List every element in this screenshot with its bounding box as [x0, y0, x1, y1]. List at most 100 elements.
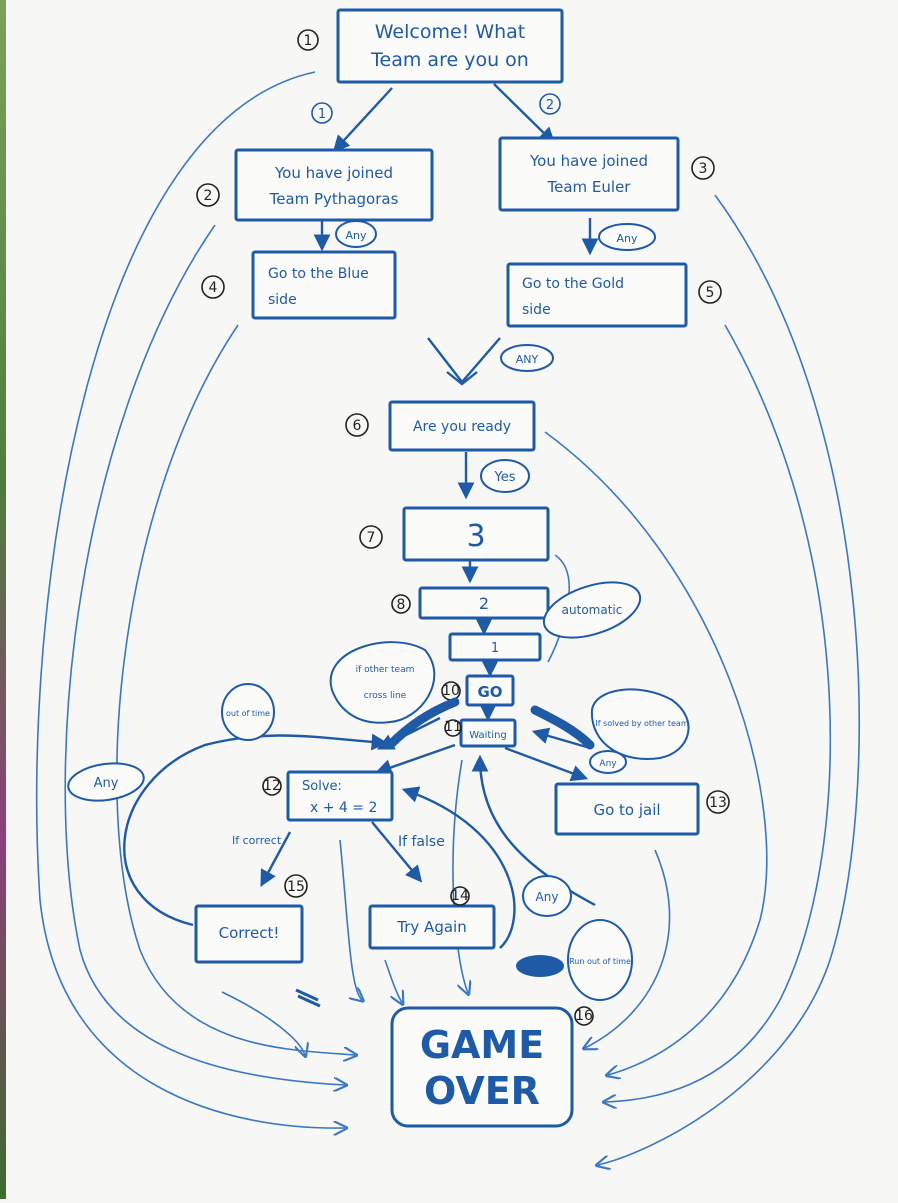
edge-waiting-to-jail [504, 746, 589, 782]
step-number-ready: 6 [345, 413, 369, 437]
svg-text:x + 4 = 2: x + 4 = 2 [310, 800, 377, 816]
svg-text:Any: Any [616, 232, 637, 245]
edge-label-run-out-of-time: Run out of time [567, 919, 633, 1001]
svg-text:5: 5 [706, 285, 715, 301]
svg-text:1: 1 [318, 107, 326, 122]
edge-sides-merge [427, 337, 501, 384]
edge-solve-to-gameover [339, 839, 362, 1000]
edge-label-any-left: Any [335, 220, 377, 248]
svg-text:2: 2 [479, 594, 489, 613]
scribble-solved-other [530, 705, 595, 750]
step-number-solve: 12 [262, 776, 282, 796]
scribble-bottom-right [516, 955, 564, 977]
edge-label-automatic: automatic [542, 581, 642, 639]
edge-ready-to-gameover [544, 431, 768, 1075]
edge-label-any-bottom: Any [522, 875, 572, 917]
svg-text:cross line: cross line [364, 691, 407, 701]
step-number-waiting: 11 [444, 719, 462, 737]
edge-correct-to-gameover [221, 991, 305, 1055]
svg-text:OVER: OVER [424, 1069, 540, 1113]
edge-blue-to-gameover [116, 324, 355, 1055]
node-one: 1 [448, 632, 542, 662]
svg-text:2: 2 [546, 98, 554, 113]
svg-text:3: 3 [699, 161, 708, 177]
svg-text:3: 3 [466, 519, 485, 554]
svg-text:Try Again: Try Again [396, 918, 466, 936]
edge-pythagoras-to-gameover [64, 224, 345, 1085]
step-number-gold: 5 [698, 280, 722, 304]
svg-text:side: side [522, 302, 551, 318]
svg-text:2: 2 [204, 188, 213, 204]
edge-label-option1: 1 [311, 102, 333, 124]
edge-waiting-to-gameover [452, 759, 468, 993]
edge-solved-by-other [531, 727, 591, 750]
svg-text:Go to the Blue: Go to the Blue [268, 266, 369, 282]
svg-text:12: 12 [263, 778, 281, 794]
svg-text:6: 6 [353, 418, 362, 434]
edge-solve-to-tryagain [371, 821, 423, 883]
edge-solve-to-correct [260, 831, 292, 887]
svg-text:8: 8 [397, 597, 406, 613]
step-number-three: 7 [359, 525, 383, 549]
node-correct: Correct! [194, 904, 304, 964]
edge-gold-to-gameover [605, 324, 832, 1102]
edge-label-any-right: Any [598, 223, 656, 251]
svg-text:GO: GO [477, 683, 502, 701]
svg-text:GAME: GAME [420, 1023, 544, 1067]
node-three: 3 [402, 506, 550, 562]
node-ready: Are you ready [388, 400, 536, 452]
svg-text:1: 1 [491, 641, 499, 656]
svg-text:Any: Any [536, 890, 559, 904]
edge-label-if-correct: If correct [232, 834, 282, 847]
edge-label-any-jail: Any [589, 750, 627, 774]
node-waiting: Waiting [459, 718, 517, 748]
node-euler: You have joined Team Euler [498, 136, 680, 212]
svg-text:if other team: if other team [356, 665, 415, 675]
step-number-euler: 3 [691, 156, 715, 180]
edge-label-yes: Yes [480, 459, 530, 493]
step-number-game-over: 16 [574, 1006, 594, 1026]
edge-welcome-to-euler [493, 83, 556, 145]
svg-text:13: 13 [709, 795, 727, 811]
step-number-pythagoras: 2 [196, 183, 220, 207]
node-solve: Solve: x + 4 = 2 [286, 770, 394, 822]
svg-text:ANY: ANY [516, 353, 539, 366]
step-number-go: 10 [441, 681, 461, 701]
svg-text:out of time: out of time [226, 709, 270, 718]
edge-waiting-to-solve [374, 743, 456, 776]
node-pythagoras: You have joined Team Pythagoras [234, 148, 434, 222]
scribble-bottom-left [295, 988, 321, 1008]
node-jail: Go to jail [554, 782, 700, 836]
edge-tryagain-to-solve [401, 786, 516, 949]
edge-label-any-merge: ANY [500, 344, 554, 372]
svg-text:7: 7 [367, 530, 376, 546]
svg-text:1: 1 [304, 33, 313, 49]
node-try-again: Try Again [368, 904, 496, 950]
step-number-blue: 4 [201, 275, 225, 299]
svg-text:Yes: Yes [494, 470, 516, 485]
step-number-two: 8 [391, 594, 411, 614]
node-two: 2 [418, 586, 550, 620]
svg-text:Team are you on: Team are you on [370, 49, 529, 71]
edge-welcome-to-gameover [36, 71, 345, 1128]
svg-text:10: 10 [442, 683, 460, 699]
svg-text:16: 16 [575, 1008, 593, 1024]
svg-text:4: 4 [209, 280, 218, 296]
svg-text:Are you ready: Are you ready [413, 419, 511, 435]
node-welcome: Welcome! What Team are you on [336, 8, 564, 84]
edge-jail-to-waiting [471, 754, 596, 907]
svg-text:Run out of time: Run out of time [569, 957, 631, 966]
svg-text:side: side [268, 292, 297, 308]
node-game-over: GAME OVER [390, 1006, 574, 1128]
svg-text:14: 14 [451, 888, 469, 904]
edge-welcome-to-pythagoras [332, 87, 393, 153]
edge-label-any-far-left: Any [67, 762, 145, 802]
edge-label-if-false: If false [398, 834, 445, 850]
step-number-welcome: 1 [297, 29, 319, 51]
svg-text:automatic: automatic [562, 603, 623, 617]
svg-text:Go to jail: Go to jail [593, 801, 660, 819]
node-go: GO [465, 674, 515, 707]
edge-label-solved-by-other: If solved by other team [590, 688, 690, 760]
